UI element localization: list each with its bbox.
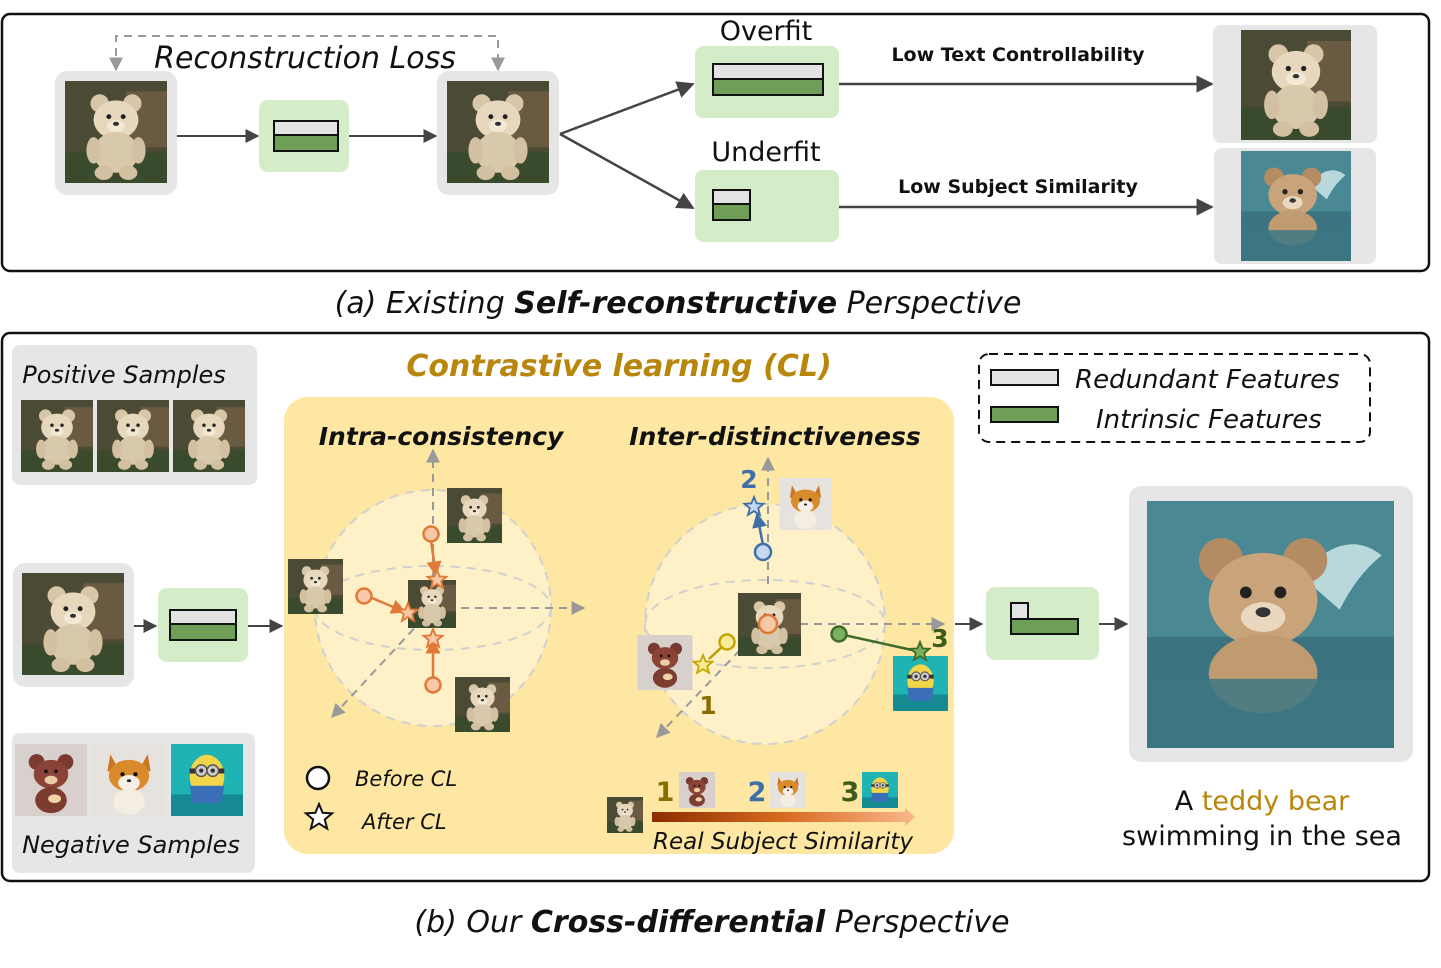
inter-negative-minion [893,656,948,711]
similarity-gradient-arrow [652,808,915,826]
inter-red-bear-after [691,652,715,675]
intra-positive-bottom [455,677,510,732]
intra-before-left [355,587,373,605]
cl-title: Contrastive learning (CL) [406,349,831,384]
inter-negative-dog [779,478,832,530]
inter-negative-red-bear [637,635,693,690]
after-cl-marker [303,801,335,831]
similarity-rank-2: 2 [748,777,767,808]
after-cl-label: After CL [360,810,447,834]
underfit-feature-box [695,170,839,242]
similarity-image-3 [862,772,898,808]
negative-sample-minion [170,744,244,816]
caption-b: (b) Our Cross-differential Perspective [414,905,1009,940]
intra-after-top [425,567,449,590]
input-teddy-image [65,81,167,183]
result-teddy-swimming-image [1147,501,1394,748]
b-redundant-bar [169,609,237,625]
before-cl-marker [305,765,331,791]
legend-intrinsic-label: Intrinsic Features [1096,405,1322,435]
positive-samples-label: Positive Samples [22,361,226,389]
low-subject-similarity-label: Low Subject Similarity [898,176,1138,198]
underfit-intrinsic-bar [712,203,751,221]
reconstruction-loss-loop [109,35,505,72]
intra-positive-left [288,559,343,614]
negative-sample-dog [93,744,165,816]
overfit-label: Overfit [720,16,813,47]
underfit-label: Underfit [711,137,820,168]
intra-before-bottom [424,676,442,694]
inter-dog-after [742,494,766,517]
b-intrinsic-bar [169,623,237,641]
similarity-image-2 [770,772,806,808]
feature-legend-box [978,353,1371,443]
inter-anchor-point [757,613,779,635]
inter-dog-before [753,542,773,562]
underfit-result-image [1241,151,1351,261]
overfit-result-image [1241,30,1351,140]
negative-samples-label: Negative Samples [22,831,240,859]
panel-b-frame [0,331,1431,883]
intra-after-left [396,600,420,623]
underfit-redundant-bar [712,189,751,205]
intra-before-top [422,525,440,543]
inter-push-minion [843,633,913,652]
panel-a-frame [0,12,1431,273]
reconstruction-loss-label: Reconstruction Loss [154,41,456,76]
similarity-rank-3: 3 [841,777,860,808]
prompt-line-2: swimming in the sea [1122,821,1402,852]
inter-rank-2: 2 [740,465,757,494]
positive-sample-1 [21,400,93,472]
legend-intrinsic-swatch [990,406,1059,423]
legend-redundant-swatch [990,369,1059,386]
inter-push-dog [752,512,767,546]
inter-distinctiveness-label: Inter-distinctiveness [629,422,920,451]
inter-rank-3: 3 [931,624,948,653]
low-text-controllability-label: Low Text Controllability [891,44,1145,66]
inter-push-red-bear [708,645,724,660]
similarity-anchor-image [607,797,643,833]
arrow-to-overfit [559,81,695,136]
intra-consistency-label: Intra-consistency [319,422,565,451]
redundant-feature-bar [273,120,339,136]
b-input-teddy-image [22,573,124,675]
caption-a: (a) Existing Self-reconstructive Perspec… [335,286,1022,321]
negative-sample-red-bear [15,744,87,816]
legend-redundant-label: Redundant Features [1075,365,1340,395]
intra-after-bottom [421,626,445,649]
intra-positive-top [447,488,502,543]
positive-sample-3 [173,400,245,472]
inter-minion-after [908,639,932,662]
arrow-to-underfit [559,132,695,210]
prompt-line-1: A teddy bear [1175,786,1350,817]
inter-minion-before [830,625,848,643]
real-subject-similarity-label: Real Subject Similarity [653,829,913,855]
similarity-image-1 [679,772,715,808]
overfit-intrinsic-bar [712,78,824,96]
b-output-redundant-bar [1010,602,1029,620]
inter-red-bear-before [718,633,736,651]
b-output-intrinsic-bar [1010,618,1079,635]
inter-rank-1: 1 [699,691,716,720]
similarity-rank-1: 1 [656,777,675,808]
intrinsic-feature-bar [273,134,339,152]
reconstructed-teddy-image [447,81,549,183]
positive-sample-2 [97,400,169,472]
before-cl-label: Before CL [355,767,457,791]
overfit-redundant-bar [712,63,824,80]
